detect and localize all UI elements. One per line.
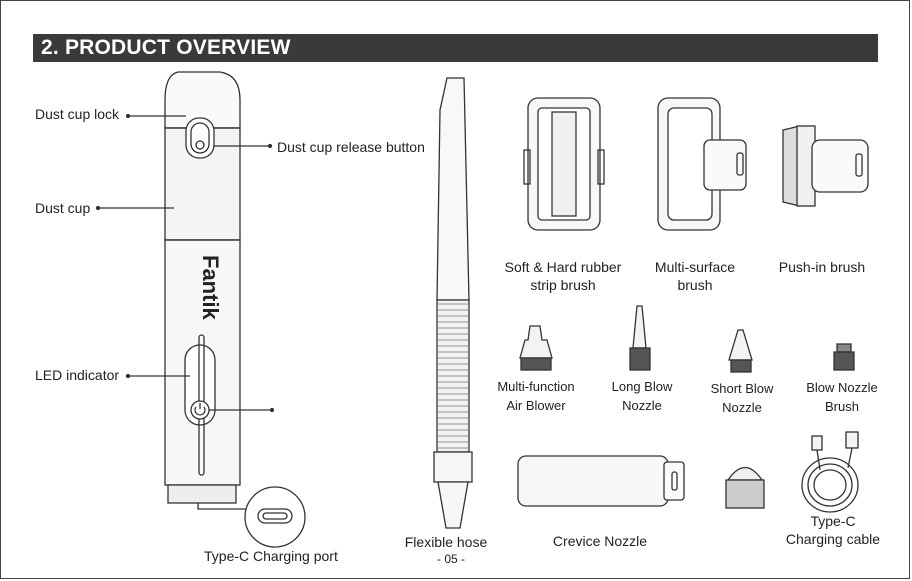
flexible-hose-illustration	[434, 78, 472, 528]
round-brush-head-illustration	[726, 468, 764, 509]
caption-multi-surface-brush: Multi-surface brush	[640, 258, 750, 294]
caption-charging-cable: Type-C Charging cable	[780, 512, 886, 548]
crevice-nozzle-illustration	[518, 456, 684, 506]
blow-nozzle-brush-illustration	[834, 344, 854, 370]
label-dust-cup: Dust cup	[35, 200, 90, 216]
caption-multi-function-blower: Multi-function Air Blower	[486, 377, 586, 415]
multi-surface-brush-illustration	[658, 98, 746, 230]
caption-soft-hard-brush: Soft & Hard rubber strip brush	[498, 258, 628, 294]
caption-blow-nozzle-brush: Blow Nozzle Brush	[798, 378, 886, 416]
push-in-brush-illustration	[783, 126, 868, 206]
multi-function-blower-illustration	[520, 326, 552, 370]
charging-cable-illustration	[802, 432, 858, 512]
label-dust-cup-lock: Dust cup lock	[35, 106, 119, 122]
caption-flexible-hose: Flexible hose	[400, 533, 492, 551]
label-charging-port: Type-C Charging port	[204, 548, 338, 564]
soft-hard-brush-illustration	[524, 98, 604, 230]
caption-push-in-brush: Push-in brush	[772, 258, 872, 276]
caption-long-blow-nozzle: Long Blow Nozzle	[600, 377, 684, 415]
caption-short-blow-nozzle: Short Blow Nozzle	[700, 379, 784, 417]
label-led-indicator: LED indicator	[35, 367, 119, 383]
page-number: - 05 -	[437, 552, 465, 566]
caption-crevice-nozzle: Crevice Nozzle	[540, 532, 660, 550]
label-dust-cup-release-button: Dust cup release button	[277, 139, 425, 155]
long-blow-nozzle-illustration	[630, 306, 650, 370]
brand-logo: Fantik	[198, 255, 223, 321]
short-blow-nozzle-illustration	[729, 330, 752, 372]
